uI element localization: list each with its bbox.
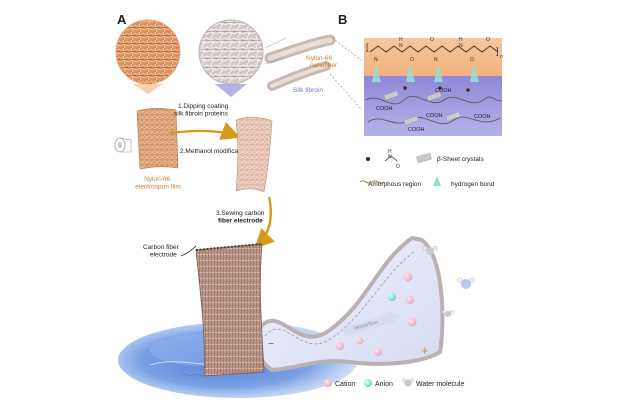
svg-text:]: ] <box>496 46 499 56</box>
cation-swatch <box>324 379 332 387</box>
hbond-swatch <box>433 176 441 186</box>
svg-text:O: O <box>396 164 400 170</box>
electrode-label: Carbon fiber electrode <box>143 244 181 259</box>
svg-text:N: N <box>399 43 403 49</box>
svg-text:N: N <box>459 43 463 49</box>
hbond-label: hydrogen bond <box>451 181 495 188</box>
nylon-fiber-zoom <box>116 20 180 94</box>
svg-text:COOH: COOH <box>408 127 425 133</box>
legend-dot <box>366 157 370 161</box>
svg-text:COOH: COOH <box>426 113 443 119</box>
silk-fiber-zoom <box>199 20 263 97</box>
beta-sheet-label: β-Sheet crystals <box>437 156 484 163</box>
minus-sign: − <box>268 339 274 350</box>
panel-a-label: A <box>117 12 127 27</box>
plus-sign: + <box>421 343 429 358</box>
electrode-wire <box>181 246 196 256</box>
nylon-electrospun-film <box>137 108 178 169</box>
svg-text:N: N <box>374 57 378 63</box>
water-swatch <box>402 379 414 387</box>
svg-text:n: n <box>500 54 503 60</box>
svg-text:O: O <box>486 37 490 43</box>
connector-nylon <box>332 38 364 62</box>
svg-text:O: O <box>470 57 474 63</box>
panel-b-label: B <box>338 12 347 27</box>
cation-label: Cation <box>335 381 355 388</box>
connector-silk <box>330 74 362 110</box>
film-roll-icon <box>115 138 131 152</box>
beta-sheet-swatch <box>416 153 431 162</box>
svg-text:O: O <box>410 57 414 63</box>
water-label: Water molecule <box>416 381 464 388</box>
step-arrow-1 <box>170 131 236 136</box>
silk-coated-film <box>236 117 272 192</box>
svg-text:COOH: COOH <box>376 106 393 112</box>
svg-text:N: N <box>388 154 392 160</box>
film-label: Nylon-66 electrospun film <box>135 176 181 191</box>
step3-text: 3.Sewing carbon fiber electrode <box>216 210 266 225</box>
svg-text:N: N <box>434 57 438 63</box>
ion-legend: Cation Anion Water molecule <box>324 379 464 388</box>
molecular-schematic: [ ] H N O H N O N O N O n COOH <box>364 37 503 136</box>
anion-label: Anion <box>375 381 393 388</box>
anion-swatch <box>364 379 372 387</box>
svg-text:COOH: COOH <box>435 88 452 94</box>
device-film <box>256 238 443 370</box>
step1-text: 1.Dipping coating silk fibroin proteins <box>174 103 230 118</box>
svg-text:O: O <box>430 37 434 43</box>
silk-fibroin-label: Silk fibroin <box>293 87 323 94</box>
nanofiber-label: Nylon-66 nanofiber <box>306 55 338 69</box>
carbon-fiber-electrode <box>196 244 264 376</box>
svg-text:COOH: COOH <box>474 114 491 120</box>
panel-b-legend: H N O β-Sheet crystals Amorphous region … <box>360 149 495 188</box>
legend-amide-icon: H N O <box>385 149 400 170</box>
amorphous-label: Amorphous region <box>368 181 421 188</box>
